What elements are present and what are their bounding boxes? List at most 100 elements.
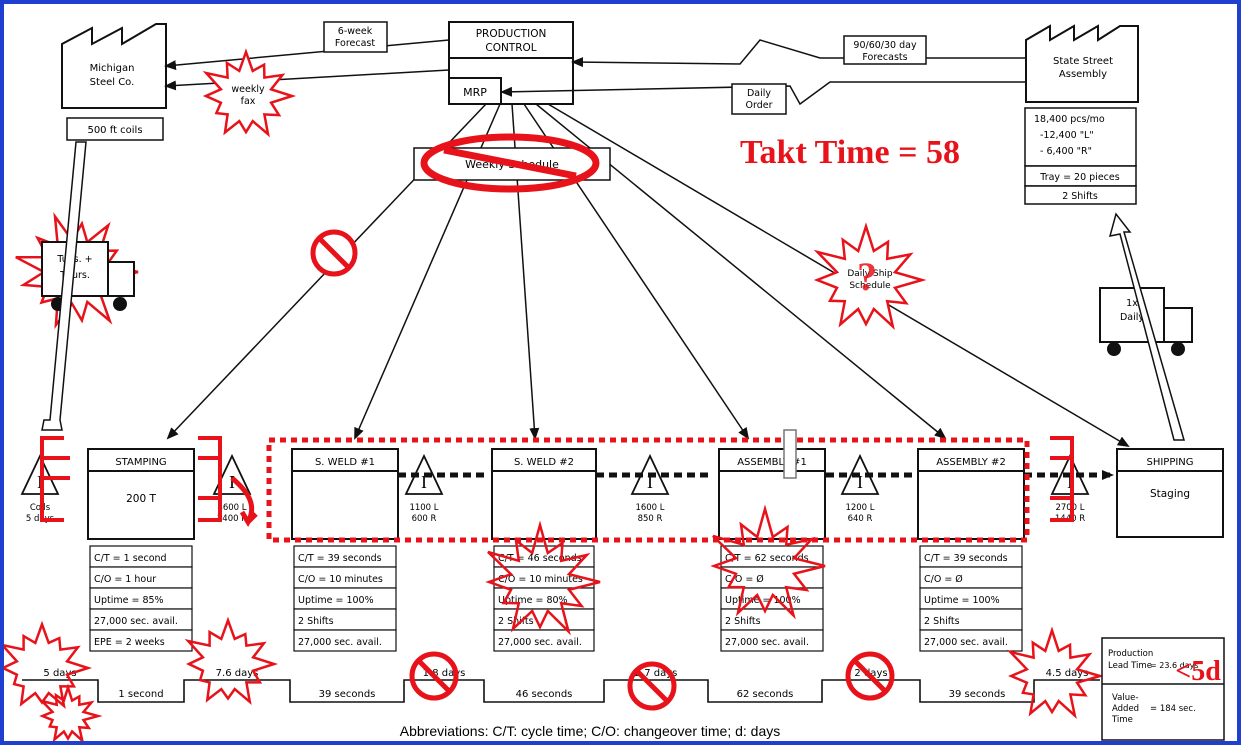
forecast-90-1: 90/60/30 day bbox=[853, 40, 917, 51]
inventory-qty: 850 R bbox=[638, 514, 663, 524]
process-name: ASSEMBLY #1 bbox=[737, 457, 807, 468]
no-sign-icon bbox=[845, 651, 895, 701]
va-label-2: Added bbox=[1112, 704, 1139, 714]
inbound-truck-2: Thurs. bbox=[59, 270, 90, 281]
no-sign-icon bbox=[627, 661, 677, 711]
inventory-icon: I bbox=[421, 472, 427, 492]
lead-target: <5d bbox=[1175, 656, 1221, 687]
customer-demand-2: -12,400 "L" bbox=[1040, 130, 1094, 141]
weekly-schedule: Weekly Schedule bbox=[413, 133, 611, 193]
inventory-icon: I bbox=[647, 472, 653, 492]
lead-time-segment: 2.7 days bbox=[635, 668, 678, 679]
process-data: C/O = 1 hour bbox=[94, 574, 156, 585]
process-data: Uptime = 100% bbox=[298, 595, 374, 606]
process-data: C/T = 39 seconds bbox=[924, 553, 1008, 564]
forecast-6wk-1: 6-week bbox=[338, 26, 373, 37]
supplier-factory: Michigan Steel Co. 500 ft coils bbox=[61, 23, 167, 141]
lead-time-segment: 5 days bbox=[43, 668, 76, 679]
inventory-icon: I bbox=[857, 472, 863, 492]
process-name: STAMPING bbox=[115, 457, 166, 468]
question-mark-icon: ? bbox=[857, 254, 877, 299]
daily-order-1: Daily bbox=[747, 88, 771, 99]
pc-title-1: PRODUCTION bbox=[476, 28, 547, 40]
process-name: SHIPPING bbox=[1146, 457, 1193, 468]
supplier-data: 500 ft coils bbox=[87, 125, 142, 136]
process-data: C/T = 1 second bbox=[94, 553, 167, 564]
process-data: 27,000 sec. avail. bbox=[725, 637, 809, 648]
daily-order-2: Order bbox=[746, 100, 773, 111]
customer-shifts: 2 Shifts bbox=[1062, 191, 1098, 202]
inventory-qty: 4600 L bbox=[217, 503, 246, 513]
process-name: S. WELD #1 bbox=[315, 457, 375, 468]
supplier-name-2: Steel Co. bbox=[90, 77, 135, 88]
no-weekly-icon bbox=[420, 133, 600, 193]
inventory-qty: 640 R bbox=[848, 514, 873, 524]
customer-tray: Tray = 20 pieces bbox=[1039, 172, 1119, 183]
lead-time-summary: Production Lead Time = 23.6 days <5d Val… bbox=[1101, 637, 1225, 741]
kaizen-burst-fax: weekly fax bbox=[202, 48, 297, 138]
inventory-qty: 1100 L bbox=[409, 503, 438, 513]
cycle-time-segment: 39 seconds bbox=[319, 689, 376, 700]
process-data: 27,000 sec. avail. bbox=[924, 637, 1008, 648]
process-data: 27,000 sec. avail. bbox=[94, 616, 178, 627]
daily-ship-1: Daily Ship bbox=[847, 269, 893, 279]
process-data: C/O = 10 minutes bbox=[498, 574, 583, 585]
va-label-1: Value- bbox=[1112, 693, 1138, 703]
cycle-time-segment: 1 second bbox=[118, 689, 163, 700]
mrp-label: MRP bbox=[463, 86, 487, 99]
daily-ship-2: Schedule bbox=[849, 281, 891, 291]
inventory-qty: 2400 R bbox=[217, 514, 247, 524]
outbound-truck-1: 1x bbox=[1126, 298, 1138, 309]
kaizen-burst-assembly1 bbox=[710, 504, 826, 620]
process-inner: 200 T bbox=[126, 493, 156, 505]
process-name: ASSEMBLY #2 bbox=[936, 457, 1006, 468]
pull-marker bbox=[783, 429, 797, 479]
kaizen-burst-timeline bbox=[184, 616, 279, 705]
no-sign-icon bbox=[310, 229, 358, 277]
inventory-qty: 1600 L bbox=[635, 503, 664, 513]
process-data: C/O = 10 minutes bbox=[298, 574, 383, 585]
process-data: 27,000 sec. avail. bbox=[498, 637, 582, 648]
process-name: S. WELD #2 bbox=[514, 457, 574, 468]
process-data: 27,000 sec. avail. bbox=[298, 637, 382, 648]
lead-label-1: Production bbox=[1108, 649, 1153, 659]
cycle-time-segment: 39 seconds bbox=[949, 689, 1006, 700]
forecast-90-2: Forecasts bbox=[862, 52, 907, 63]
inventory-icon: I bbox=[229, 472, 235, 492]
supplier-name-1: Michigan bbox=[90, 63, 135, 74]
customer-demand-3: - 6,400 "R" bbox=[1040, 146, 1092, 157]
lead-time-segment: 7.6 days bbox=[216, 668, 259, 679]
outbound-truck-2: Daily bbox=[1120, 312, 1144, 323]
cycle-time-segment: 62 seconds bbox=[737, 689, 794, 700]
customer-name-1: State Street bbox=[1053, 56, 1113, 67]
shipment-arrows bbox=[41, 141, 1185, 441]
lead-time-segment: 4.5 days bbox=[1046, 668, 1089, 679]
forecast-6wk-2: Forecast bbox=[335, 38, 375, 49]
lead-value: = 23.6 days bbox=[1150, 661, 1198, 670]
abbreviations-footer: Abbreviations: C/T: cycle time; C/O: cha… bbox=[400, 723, 781, 739]
info-flows: 6-week Forecast 90/60/30 day Forecasts D… bbox=[164, 21, 1026, 115]
process-data: EPE = 2 weeks bbox=[94, 637, 165, 648]
kaizen-burst-weld2 bbox=[485, 520, 601, 636]
inventory-qty: 1200 L bbox=[845, 503, 874, 513]
weekly-fax-2: fax bbox=[241, 96, 256, 107]
customer-factory: State Street Assembly 18,400 pcs/mo -12,… bbox=[1024, 24, 1139, 205]
process-data: Uptime = 100% bbox=[725, 595, 801, 606]
process-data: Uptime = 85% bbox=[94, 595, 164, 606]
inventory-qty: 600 R bbox=[412, 514, 437, 524]
process-data: C/T = 39 seconds bbox=[298, 553, 382, 564]
customer-name-2: Assembly bbox=[1059, 69, 1107, 80]
kaizen-cell-box bbox=[266, 437, 1030, 543]
production-control: PRODUCTION CONTROL MRP bbox=[448, 21, 574, 105]
process-data: C/O = Ø bbox=[725, 574, 764, 585]
process-inner: Staging bbox=[1150, 488, 1190, 500]
kaizen-burst-timeline bbox=[1006, 626, 1105, 719]
